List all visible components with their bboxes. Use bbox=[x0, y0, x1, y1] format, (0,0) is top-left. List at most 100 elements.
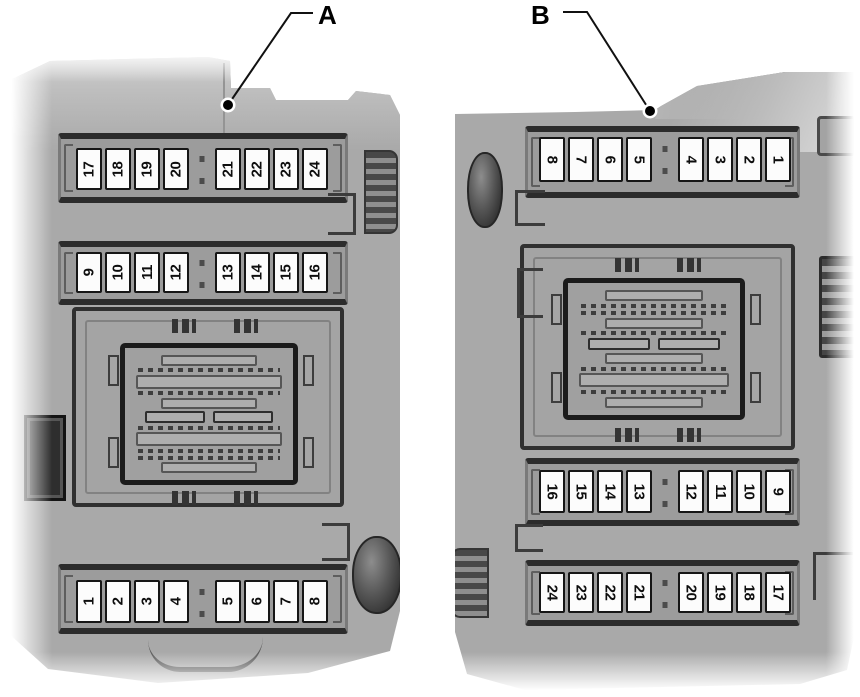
panel-a-fuse-13: 13 bbox=[215, 252, 241, 293]
side-bracket bbox=[515, 190, 545, 226]
fuse-group-divider bbox=[192, 148, 212, 190]
panel-b-fuse-15: 15 bbox=[568, 470, 594, 513]
panel-a-fuse-16: 16 bbox=[302, 252, 328, 293]
fuse-number: 3 bbox=[138, 597, 156, 606]
fuse-number: 21 bbox=[630, 584, 648, 601]
panel-a-fuse-21: 21 bbox=[215, 148, 241, 190]
side-connector-slot bbox=[24, 415, 66, 501]
fuse-number: 13 bbox=[219, 264, 237, 281]
fuse-number: 9 bbox=[769, 487, 787, 496]
connector-slot bbox=[604, 352, 704, 364]
fuse-number: 23 bbox=[572, 584, 590, 601]
pin-strip bbox=[138, 391, 280, 396]
panel-b-fuse-19: 19 bbox=[707, 572, 733, 613]
mounting-clip-ridged bbox=[455, 548, 489, 618]
connector-side-tab bbox=[303, 437, 314, 468]
connector-slot bbox=[161, 461, 257, 473]
side-bracket bbox=[328, 193, 356, 235]
connector-slot bbox=[604, 396, 704, 408]
connector-slot bbox=[604, 290, 704, 301]
panel-b-middle-fuse-row: 16 15 14 13 12 11 10 9 bbox=[539, 470, 791, 513]
panel-a-fuse-20: 20 bbox=[163, 148, 189, 190]
panel-a-fuse-7: 7 bbox=[273, 580, 299, 623]
fuse-number: 20 bbox=[167, 161, 185, 177]
lower-edge-ridge bbox=[148, 637, 263, 672]
panel-a-fuse-19: 19 bbox=[134, 148, 160, 190]
panel-a-middle-fuse-row: 9 10 11 12 13 14 15 16 bbox=[76, 252, 328, 293]
fuse-number: 16 bbox=[543, 483, 561, 500]
fuse-number: 12 bbox=[682, 483, 700, 500]
panel-b-fuse-3: 3 bbox=[707, 137, 733, 182]
panel-b-fuse-13: 13 bbox=[626, 470, 652, 513]
panel-b-fuse-6: 6 bbox=[597, 137, 623, 182]
panel-a-fuse-10: 10 bbox=[105, 252, 131, 293]
fuse-number: 6 bbox=[248, 597, 266, 606]
panel-b-fuse-10: 10 bbox=[736, 470, 762, 513]
fuse-number: 2 bbox=[740, 155, 758, 164]
connector-slot bbox=[161, 355, 257, 366]
pin-strip bbox=[138, 425, 280, 430]
connector-clip bbox=[172, 491, 196, 505]
fuse-number: 8 bbox=[543, 155, 561, 164]
fuse-number: 24 bbox=[543, 584, 561, 601]
connector-clip bbox=[172, 319, 196, 333]
panel-a-connector-block bbox=[120, 343, 298, 485]
fuse-number: 10 bbox=[109, 264, 127, 281]
panel-a-fuse-5: 5 bbox=[215, 580, 241, 623]
panel-b-bottom-fuse-row: 24 23 22 21 20 19 18 17 bbox=[539, 572, 791, 613]
connector-slot bbox=[658, 338, 720, 351]
fuse-number: 16 bbox=[306, 264, 324, 281]
fuse-number: 1 bbox=[80, 597, 98, 606]
connector-clip bbox=[677, 258, 701, 272]
connector-slot bbox=[579, 373, 729, 388]
connector-clip bbox=[615, 428, 639, 442]
panel-a-fuse-22: 22 bbox=[244, 148, 270, 190]
rubber-grommet bbox=[352, 536, 400, 614]
panel-a-fuse-9: 9 bbox=[76, 252, 102, 293]
rubber-grommet bbox=[467, 152, 503, 228]
panel-b-fuse-17: 17 bbox=[765, 572, 791, 613]
panel-b-fuse-22: 22 bbox=[597, 572, 623, 613]
mounting-clip-ridged bbox=[364, 150, 398, 234]
panel-b-fuse-23: 23 bbox=[568, 572, 594, 613]
fuse-number: 6 bbox=[601, 155, 619, 164]
connector-side-tab bbox=[750, 294, 761, 325]
fuse-number: 15 bbox=[572, 483, 590, 500]
pin-strip-double bbox=[138, 448, 280, 460]
pin-strip bbox=[138, 368, 280, 373]
panel-a-top-fuse-row: 17 18 19 20 21 22 23 24 bbox=[76, 148, 328, 190]
pin-strip-double bbox=[581, 303, 727, 315]
panel-a-fuse-1: 1 bbox=[76, 580, 102, 623]
fuse-number: 4 bbox=[167, 597, 185, 606]
panel-a-fuse-12: 12 bbox=[163, 252, 189, 293]
fuse-number: 1 bbox=[769, 155, 787, 164]
panel-b-fuse-12: 12 bbox=[678, 470, 704, 513]
panel-a-fuse-17: 17 bbox=[76, 148, 102, 190]
edge-tab bbox=[817, 116, 856, 156]
fuse-number: 17 bbox=[80, 161, 98, 177]
fuse-number: 15 bbox=[277, 264, 295, 281]
panel-b-fuse-4: 4 bbox=[678, 137, 704, 182]
connector-slot bbox=[161, 397, 257, 409]
fuse-number: 12 bbox=[167, 264, 185, 281]
connector-slot bbox=[213, 411, 273, 424]
panel-a-fuse-24: 24 bbox=[302, 148, 328, 190]
panel-b-fuse-14: 14 bbox=[597, 470, 623, 513]
side-connector-block bbox=[819, 256, 856, 358]
fuse-number: 13 bbox=[630, 483, 648, 500]
connector-clip bbox=[234, 319, 258, 333]
panel-a-fuse-23: 23 bbox=[273, 148, 299, 190]
fuse-panel-a: 17 18 19 20 21 22 23 24 9 10 11 12 13 14… bbox=[8, 57, 400, 683]
callout-b-label: B bbox=[531, 0, 550, 30]
fuse-number: 22 bbox=[601, 584, 619, 601]
fuse-number: 7 bbox=[572, 155, 590, 164]
connector-clip bbox=[234, 491, 258, 505]
panel-b-fuse-11: 11 bbox=[707, 470, 733, 513]
panel-b-fuse-18: 18 bbox=[736, 572, 762, 613]
panel-a-lid-seam bbox=[223, 63, 225, 133]
fuse-number: 3 bbox=[711, 155, 729, 164]
panel-b-top-fuse-row: 8 7 6 5 4 3 2 1 bbox=[539, 137, 791, 182]
panel-b-fuse-21: 21 bbox=[626, 572, 652, 613]
fuse-number: 7 bbox=[277, 597, 295, 606]
fuse-number: 24 bbox=[306, 161, 324, 177]
